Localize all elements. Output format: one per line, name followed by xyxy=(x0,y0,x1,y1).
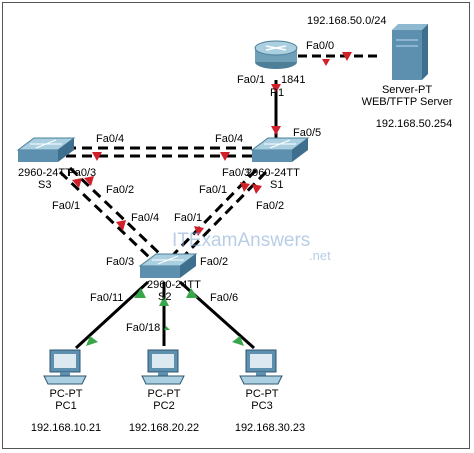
port-label: Fa0/4 xyxy=(131,212,160,224)
server-role-label: WEB/TFTP Server xyxy=(361,96,453,108)
port-down-indicator xyxy=(322,59,330,66)
port-up-indicator xyxy=(86,336,98,346)
pc3-ip-label: 192.168.30.23 xyxy=(234,422,306,434)
switch-s3-name-label: S3 xyxy=(38,179,52,191)
port-label: Fa0/1 xyxy=(52,200,81,212)
port-indicators xyxy=(72,52,352,346)
port-down-indicator xyxy=(92,152,102,161)
pc2-type-label: PC-PT xyxy=(147,388,181,400)
port-down-indicator xyxy=(342,52,352,61)
pc2-name-label: PC2 xyxy=(153,400,175,412)
switch-s2-name-label: S2 xyxy=(158,291,172,303)
port-label: Fa0/11 xyxy=(90,292,124,304)
network-label: 192.168.50.0/24 xyxy=(307,15,387,27)
port-up-indicator xyxy=(232,336,244,346)
port-up-indicator xyxy=(164,326,170,330)
switch-s1-icon[interactable] xyxy=(250,137,310,162)
port-up-indicator xyxy=(134,288,146,298)
port-label: Fa0/2 xyxy=(256,200,285,212)
pc3-icon[interactable] xyxy=(239,349,283,385)
port-down-indicator xyxy=(240,182,250,192)
port-label: Fa0/18 xyxy=(126,322,161,334)
pc1-ip-label: 192.168.10.21 xyxy=(30,422,102,434)
port-label: Fa0/3 xyxy=(222,167,251,179)
router-name-label: R1 xyxy=(270,87,285,99)
port-down-indicator xyxy=(252,184,262,194)
port-label: Fa0/3 xyxy=(106,256,135,268)
server-icon[interactable] xyxy=(392,24,428,80)
port-label: Fa0/5 xyxy=(293,127,322,139)
port-up-indicator xyxy=(186,288,198,298)
pc1-type-label: PC-PT xyxy=(49,388,83,400)
pc1-icon[interactable] xyxy=(43,349,87,385)
switch-s2-icon[interactable] xyxy=(138,253,198,278)
port-label: Fa0/1 xyxy=(237,74,266,86)
port-down-indicator xyxy=(116,220,126,231)
port-down-indicator xyxy=(84,176,94,186)
links xyxy=(58,54,380,350)
port-label: Fa0/4 xyxy=(215,133,244,145)
port-down-indicator xyxy=(271,126,281,135)
switch-s1-name-label: S1 xyxy=(270,179,284,191)
link-s3-s2-a xyxy=(58,170,152,260)
port-down-indicator xyxy=(194,226,204,236)
server-ip-label: 192.168.50.254 xyxy=(375,118,453,130)
port-down-indicator xyxy=(72,178,82,188)
switch-s1-model-label: 2960-24TT xyxy=(246,167,300,179)
server-type-label: Server-PT xyxy=(381,84,433,96)
pc3-name-label: PC3 xyxy=(251,400,273,412)
router-icon[interactable] xyxy=(254,40,298,69)
port-label: Fa0/1 xyxy=(174,212,203,224)
port-label: Fa0/4 xyxy=(96,133,125,145)
pc3-type-label: PC-PT xyxy=(245,388,279,400)
router-model-label: 1841 xyxy=(281,74,306,86)
port-label: Fa0/2 xyxy=(200,256,229,268)
link-s1-s2-b xyxy=(180,170,268,260)
switch-s2-model-label: 2960-24TT xyxy=(147,279,201,291)
port-label: Fa0/1 xyxy=(199,184,228,196)
link-s3-s2-b xyxy=(68,166,162,256)
pc2-icon[interactable] xyxy=(141,349,185,385)
pc2-ip-label: 192.168.20.22 xyxy=(128,422,200,434)
pc1-name-label: PC1 xyxy=(55,400,77,412)
port-label: Fa0/2 xyxy=(106,184,135,196)
port-down-indicator xyxy=(271,84,281,93)
diagram-frame xyxy=(2,2,470,449)
port-up-indicator xyxy=(159,296,169,306)
switch-s3-icon[interactable] xyxy=(16,137,76,162)
port-down-indicator xyxy=(220,152,230,161)
link-s2-pc1 xyxy=(74,280,150,350)
port-label: Fa0/0 xyxy=(306,40,335,52)
port-label: Fa0/6 xyxy=(210,292,239,304)
port-label: Fa0/3 xyxy=(68,167,97,179)
switch-s3-model-label: 2960-24TT xyxy=(18,167,72,179)
